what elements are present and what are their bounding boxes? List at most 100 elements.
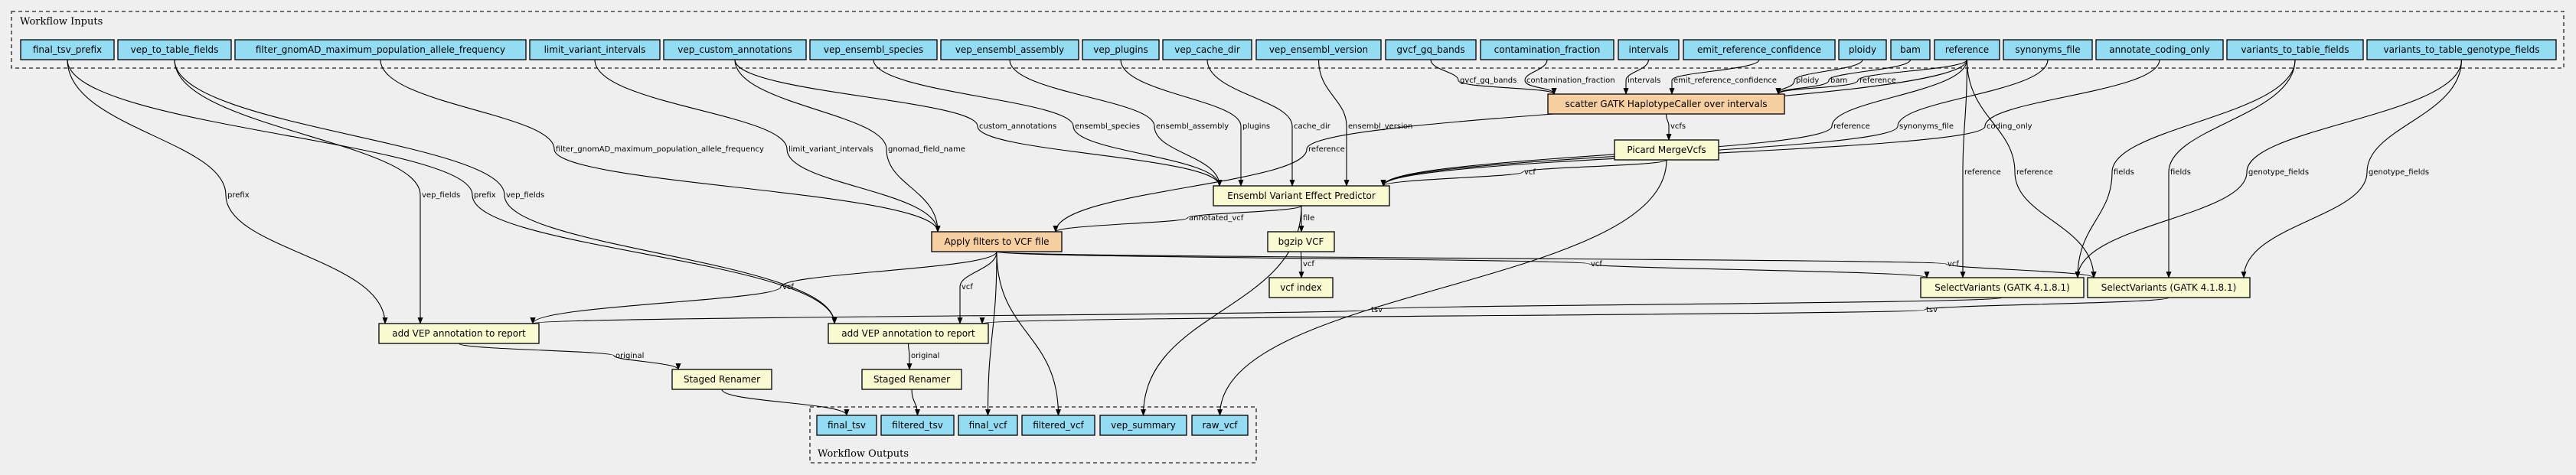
node-label: reference [1945, 44, 1989, 55]
node-box [1480, 39, 1614, 60]
edge-scatter_hc-to-picard [1665, 113, 1672, 141]
edge-final_tsv_prefix-to-addvep2 [67, 59, 837, 324]
edge-label: ensembl_assembly [1156, 122, 1229, 131]
node-label: filtered_tsv [892, 420, 943, 431]
node-filter-gnomAD[interactable]: filter_gnomAD_maximum_population_allele_… [234, 39, 527, 60]
node-scatter-hc[interactable]: scatter GATK HaplotypeCaller over interv… [1547, 93, 1785, 115]
node-box [378, 323, 540, 344]
node-contamination-fraction[interactable]: contamination_fraction [1480, 39, 1614, 60]
edge-vep_to_table_fields-to-addvep2 [174, 59, 837, 324]
node-label: Staged Renamer [873, 374, 950, 385]
edge-intervals-to-scatter_hc [1623, 59, 1650, 95]
node-box [2003, 39, 2093, 60]
edge-vep_ensembl_species-to-vep [873, 59, 1223, 187]
edge-label: prefix [227, 191, 250, 200]
node-vep-cache-dir[interactable]: vep_cache_dir [1162, 39, 1252, 60]
node-vep-custom-annotations[interactable]: vep_custom_annotations [663, 39, 807, 60]
edge-label: vcf [1303, 260, 1314, 268]
node-apply-filters[interactable]: Apply filters to VCF file [931, 231, 1063, 252]
edge-bgzip-to-vcf_index [1298, 251, 1304, 278]
node-picard[interactable]: Picard MergeVcfs [1614, 139, 1719, 161]
node-reference[interactable]: reference [1934, 39, 2000, 60]
edge-contamination_fraction-to-scatter_hc [1524, 59, 1557, 95]
node-vep-ensembl-species[interactable]: vep_ensembl_species [809, 39, 938, 60]
edge-label: vcf [782, 283, 794, 291]
edge-label: limit_variant_intervals [788, 145, 873, 154]
node-emit-reference-confidence[interactable]: emit_reference_confidence [1683, 39, 1836, 60]
edge-vep_plugins-to-vep [1120, 59, 1244, 187]
node-bam[interactable]: bam [1890, 39, 1931, 60]
edge-label: vcfs [1670, 122, 1686, 131]
node-box [931, 231, 1063, 252]
node-label: raw_vcf [1202, 420, 1238, 431]
node-ploidy[interactable]: ploidy [1838, 39, 1887, 60]
edge-renamer1-to-out_final_tsv [721, 389, 850, 416]
edge-apply_filters-to-sv2 [996, 251, 2097, 278]
node-box [1934, 39, 2000, 60]
edge-renamer2-to-out_filtered_tsv [911, 389, 921, 416]
node-sv2[interactable]: SelectVariants (GATK 4.1.8.1) [2087, 277, 2251, 298]
node-gvcf-gq-bands[interactable]: gvcf_gq_bands [1385, 39, 1477, 60]
node-bgzip[interactable]: bgzip VCF [1267, 231, 1335, 252]
workflow-outputs-label: Workflow Outputs [818, 448, 909, 460]
node-renamer1[interactable]: Staged Renamer [671, 369, 772, 390]
node-label: Apply filters to VCF file [944, 236, 1049, 247]
node-out-final-tsv[interactable]: final_tsv [816, 415, 877, 436]
edge-reference-to-scatter_hc [1775, 59, 1968, 95]
edge-label: reference [1859, 76, 1896, 85]
edge-label: vcf [1524, 168, 1536, 177]
node-vcf-index[interactable]: vcf index [1268, 277, 1334, 298]
node-vep-ensembl-version[interactable]: vep_ensembl_version [1255, 39, 1382, 60]
edge-label: genotype_fields [2369, 168, 2429, 177]
node-box [20, 39, 115, 60]
node-final-tsv-prefix[interactable]: final_tsv_prefix [20, 39, 115, 60]
node-variants-to-table-genotype-fields[interactable]: variants_to_table_genotype_fields [2366, 39, 2557, 60]
node-vep-ensembl-assembly[interactable]: vep_ensembl_assembly [940, 39, 1079, 60]
node-variants-to-table-fields[interactable]: variants_to_table_fields [2226, 39, 2364, 60]
edge-apply_filters-to-addvep1 [530, 251, 997, 324]
node-box [1890, 39, 1931, 60]
edge-label: file [1303, 214, 1314, 223]
node-addvep2[interactable]: add VEP annotation to report [828, 323, 989, 344]
node-out-filtered-tsv[interactable]: filtered_tsv [880, 415, 955, 436]
edge-label: filter_gnomAD_maximum_population_allele_… [556, 145, 764, 154]
edge-vep_custom_annotations-to-vep [734, 59, 1223, 187]
node-box [2095, 39, 2224, 60]
edge-label: reference [1964, 168, 2001, 177]
node-intervals[interactable]: intervals [1618, 39, 1680, 60]
node-box [880, 415, 955, 436]
node-label: vep_ensembl_version [1269, 44, 1368, 55]
edge-label: prefix [474, 191, 496, 200]
node-sv1[interactable]: SelectVariants (GATK 4.1.8.1) [1920, 277, 2085, 298]
node-limit-variant-intervals[interactable]: limit_variant_intervals [529, 39, 661, 60]
node-vep[interactable]: Ensembl Variant Effect Predictor [1213, 185, 1390, 207]
node-addvep1[interactable]: add VEP annotation to report [378, 323, 540, 344]
edge-addvep1-to-renamer1 [458, 343, 681, 370]
edge-emit_reference_confidence-to-scatter_hc [1669, 59, 1760, 95]
edge-vep_cache_dir-to-vep [1206, 59, 1295, 187]
node-out-raw-vcf[interactable]: raw_vcf [1191, 415, 1249, 436]
node-label: bam [1900, 44, 1921, 55]
edge-reference-to-apply_filters [1053, 59, 1968, 233]
node-vep-plugins[interactable]: vep_plugins [1082, 39, 1160, 60]
node-out-final-vcf[interactable]: final_vcf [958, 415, 1018, 436]
node-box [234, 39, 527, 60]
edge-label: vcf [1948, 260, 1959, 268]
edge-label: ploidy [1796, 76, 1819, 85]
node-box [809, 39, 938, 60]
node-label: final_vcf [969, 420, 1008, 431]
edge-label: bam [1830, 76, 1847, 85]
node-label: vep_cache_dir [1174, 44, 1240, 55]
node-annotate-coding-only[interactable]: annotate_coding_only [2095, 39, 2224, 60]
node-renamer2[interactable]: Staged Renamer [861, 369, 962, 390]
edge-vep_ensembl_version-to-vep [1317, 59, 1350, 187]
edge-filter_gnomAD-to-apply_filters [380, 59, 941, 233]
node-label: emit_reference_confidence [1697, 44, 1821, 55]
node-box [1191, 415, 1249, 436]
node-vep-to-table-fields[interactable]: vep_to_table_fields [117, 39, 232, 60]
node-synonyms-file[interactable]: synonyms_file [2003, 39, 2093, 60]
node-box [1547, 93, 1785, 115]
node-out-vep-summary[interactable]: vep_summary [1099, 415, 1187, 436]
node-out-filtered-vcf[interactable]: filtered_vcf [1021, 415, 1095, 436]
workflow-inputs-label: Workflow Inputs [20, 16, 103, 28]
